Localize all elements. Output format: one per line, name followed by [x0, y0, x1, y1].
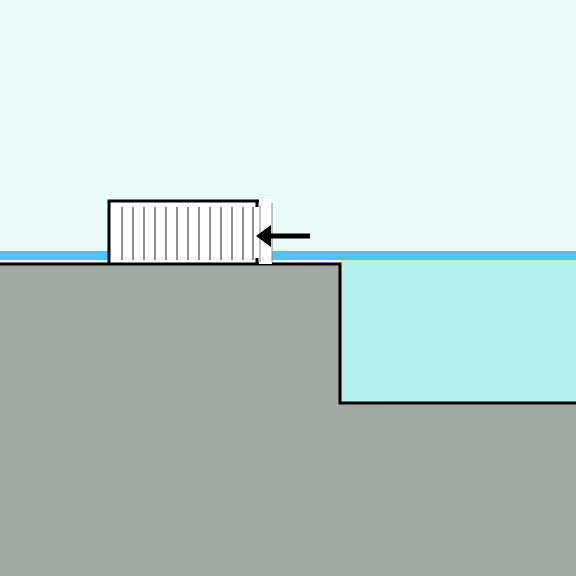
- water-surface-line: [0, 251, 576, 260]
- ground-block: [0, 264, 576, 576]
- box-stripes: [121, 207, 254, 260]
- box-body: [108, 199, 272, 264]
- arrow-head: [256, 225, 271, 247]
- left-arrow: [256, 225, 310, 247]
- striped-box: [107, 199, 273, 266]
- box-outline: [107, 199, 259, 266]
- pool-water: [340, 260, 576, 402]
